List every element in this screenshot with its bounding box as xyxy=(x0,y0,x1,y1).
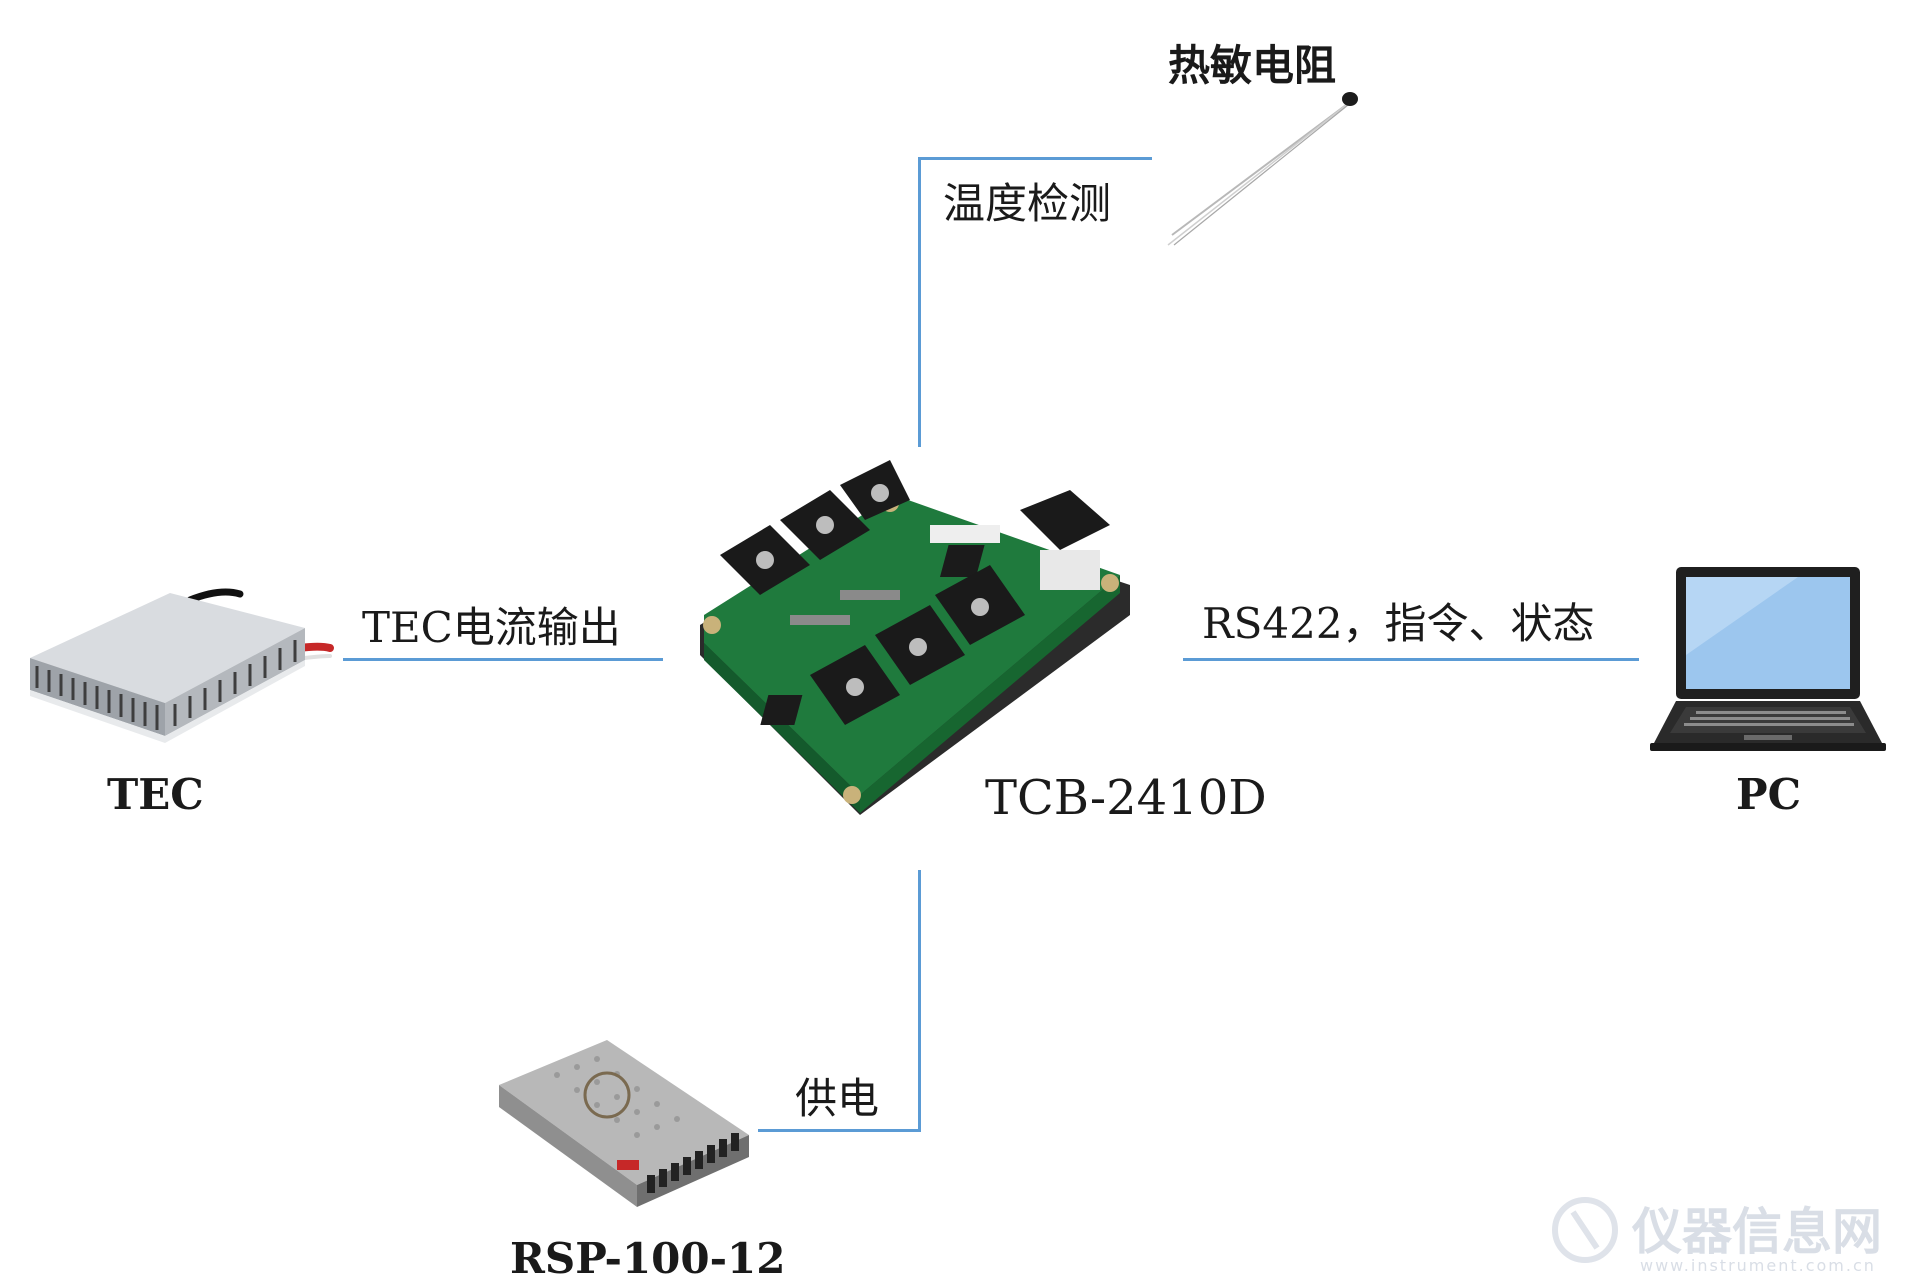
thermistor-title: 热敏电阻 xyxy=(1168,41,1337,90)
connector-power-vertical xyxy=(918,870,921,1132)
tec-title: TEC xyxy=(107,770,204,819)
watermark-url: www.instrument.com.cn xyxy=(1640,1256,1876,1275)
controller-board-icon xyxy=(700,460,1130,815)
power-supply-label: 供电 xyxy=(795,1074,880,1123)
psu-title: RSP-100-12 xyxy=(510,1234,786,1283)
thermistor-icon xyxy=(1167,92,1358,246)
laptop-icon xyxy=(1650,567,1886,751)
serial-link-label: RS422，指令、状态 xyxy=(1202,599,1595,648)
power-supply-icon xyxy=(499,1040,749,1207)
connector-tec-current xyxy=(343,658,663,661)
connector-temperature-horizontal xyxy=(918,157,1152,160)
pc-title: PC xyxy=(1736,770,1802,819)
tec-module-icon xyxy=(30,588,334,743)
controller-title: TCB-2410D xyxy=(985,770,1267,826)
watermark-text: 仪器信息网 xyxy=(1632,1203,1882,1261)
tec-current-output-label: TEC电流输出 xyxy=(362,603,621,652)
temperature-detection-label: 温度检测 xyxy=(943,179,1112,228)
watermark-logo-icon xyxy=(1552,1197,1618,1263)
connector-power-horizontal xyxy=(758,1129,921,1132)
connector-serial xyxy=(1183,658,1639,661)
connector-temperature-vertical xyxy=(918,157,921,447)
